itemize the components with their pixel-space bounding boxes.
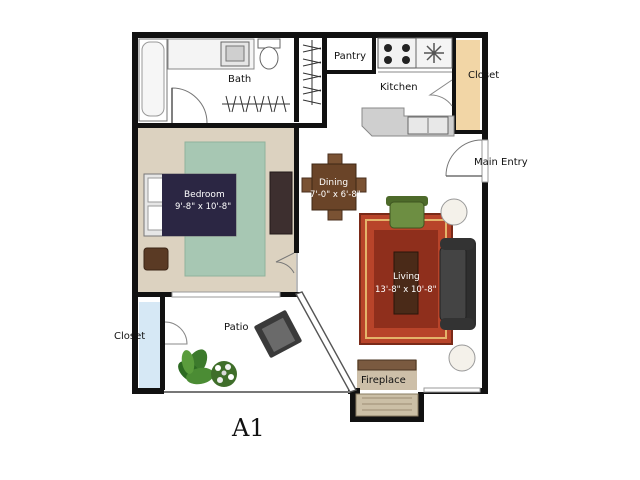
entry-door-swing <box>445 139 483 177</box>
wall-fireplace-left <box>350 392 356 420</box>
living-furniture <box>359 196 476 372</box>
windows <box>171 139 489 393</box>
bedroom-door-swing <box>275 252 295 274</box>
toilet-bowl <box>259 46 279 70</box>
window-bedroom-bottom <box>171 291 281 298</box>
potted-plant-flowers <box>211 361 237 387</box>
kitchen-label: Kitchen <box>380 82 418 93</box>
patio-furniture <box>164 310 302 387</box>
stove <box>377 37 417 69</box>
unit-name: A1 <box>231 414 265 442</box>
closet-left-label: Closet <box>114 331 145 342</box>
bath-fixtures <box>138 38 281 124</box>
dining-set <box>301 153 367 221</box>
potted-plant-large <box>178 349 214 385</box>
wall-bottom-left <box>132 388 164 394</box>
hangers-vertical <box>302 44 322 105</box>
bedroom-label: Bedroom <box>184 190 225 200</box>
wall-fireplace-right <box>418 392 424 420</box>
closet-left-floor <box>139 302 162 388</box>
patio-label: Patio <box>224 322 249 333</box>
wall-closet-bottom <box>294 123 327 128</box>
wall-left-upper <box>132 32 138 292</box>
wall-bedroom-bottom-left <box>132 292 172 297</box>
fan-icon <box>424 43 444 63</box>
bath-label: Bath <box>228 74 251 85</box>
window-right <box>481 139 489 183</box>
fireplace-label: Fireplace <box>361 375 406 386</box>
pillow-2 <box>147 205 165 231</box>
bathtub-inner <box>141 41 165 117</box>
wall-bath-bottom <box>132 123 298 128</box>
bedroom-furniture <box>143 171 295 274</box>
living-label: Living <box>393 272 420 282</box>
pantry-label: Pantry <box>334 51 366 62</box>
living-dimension: 13'-8" x 10'-8" <box>375 285 437 295</box>
side-table-bottom <box>448 344 476 372</box>
patio-chair <box>254 310 302 358</box>
nightstand <box>143 247 169 271</box>
closet-top-label: Closet <box>468 70 499 81</box>
wall-top-left <box>132 32 324 38</box>
fireplace <box>355 359 419 417</box>
patio-slanted-wall <box>294 291 358 393</box>
window-bottom-fireplace <box>423 387 481 393</box>
wall-pantry-bottom <box>327 70 376 74</box>
bedroom-dimension: 9'-8" x 10'-8" <box>175 202 231 212</box>
armchair-seat <box>389 201 425 229</box>
patio-railing <box>164 291 358 393</box>
sofa-arm-bottom <box>440 318 474 330</box>
wall-top-right <box>324 32 488 38</box>
sofa-seat <box>439 245 467 323</box>
dining-chair-bottom <box>327 209 343 221</box>
coffee-table <box>393 251 419 315</box>
burner-2 <box>402 44 410 52</box>
closet-top-floor <box>456 40 480 130</box>
closet-top-door-swing <box>428 79 453 107</box>
pillow-1 <box>147 177 165 203</box>
dining-table <box>311 163 357 211</box>
burner-1 <box>384 44 392 52</box>
sofa-arm-top <box>440 238 474 250</box>
wall-closet-top-left <box>452 32 456 132</box>
wall-bedroom-bottom-right <box>280 292 300 297</box>
wall-right-upper <box>482 32 488 140</box>
main-entry-label: Main Entry <box>474 157 528 168</box>
burner-4 <box>402 56 410 64</box>
burner-3 <box>384 56 392 64</box>
fireplace-box <box>355 393 419 417</box>
bath-door-swing <box>171 87 208 124</box>
side-table-top <box>440 198 468 226</box>
wall-closet-right <box>322 32 327 128</box>
dining-dimension: 7'-0" x 6'-8" <box>310 190 361 200</box>
hangers-horizontal <box>225 95 287 113</box>
fireplace-grate <box>362 397 412 411</box>
kitchen-fixtures <box>361 37 455 137</box>
main-entry-door <box>445 139 483 177</box>
patio-door-swing <box>164 321 188 345</box>
duvet <box>162 174 236 236</box>
dresser <box>269 171 293 235</box>
sink-basin <box>225 45 245 62</box>
dining-chair-top <box>327 153 343 165</box>
walk-in-closet <box>222 40 322 113</box>
dining-label: Dining <box>319 178 348 188</box>
wall-bedroom-right <box>294 123 299 253</box>
wall-bath-closet <box>294 32 299 122</box>
wall-right-lower <box>482 182 488 394</box>
wall-patio-closet <box>160 296 165 390</box>
wall-fireplace-bottom <box>350 416 424 422</box>
fireplace-mantel <box>357 359 417 371</box>
wall-closet-top-bottom <box>452 130 486 134</box>
wall-pantry-right <box>372 32 376 72</box>
wall-left-lower <box>132 296 138 394</box>
